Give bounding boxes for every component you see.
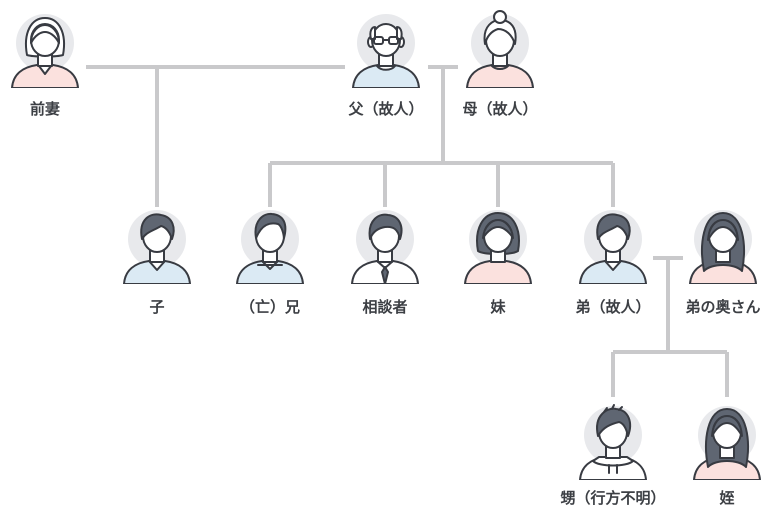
person-brothers-wife: 弟の奥さん <box>685 210 761 316</box>
person-nephew-avatar-icon <box>579 404 647 480</box>
person-label: 前妻 <box>30 100 60 118</box>
person-younger-brother-avatar-icon <box>579 210 647 284</box>
person-elder-brother-avatar-icon <box>236 210 304 284</box>
relationship-lines <box>86 65 729 397</box>
person-label: 母（故人） <box>462 100 537 118</box>
person-younger-sister: 妹 <box>464 210 532 316</box>
person-mother-avatar-icon <box>466 10 534 88</box>
person-label: 相談者 <box>362 298 407 316</box>
person-elder-brother: （亡）兄 <box>236 210 304 316</box>
person-label: 弟（故人） <box>575 298 650 316</box>
person-label: 甥（行方不明） <box>560 489 665 507</box>
person-label: 妹 <box>489 298 506 316</box>
person-child-avatar-icon <box>123 210 191 284</box>
person-younger-brother: 弟（故人） <box>575 210 651 316</box>
person-ex-wife-avatar-icon <box>11 14 79 88</box>
person-younger-sister-avatar-icon <box>464 210 532 284</box>
person-niece-avatar-icon <box>693 406 761 480</box>
person-label: 姪 <box>719 489 734 507</box>
person-mother: 母（故人） <box>462 10 538 118</box>
person-ex-wife: 前妻 <box>11 14 79 118</box>
person-father: 父（故人） <box>347 14 424 118</box>
person-consultant-avatar-icon <box>351 210 419 284</box>
person-label: 父（故人） <box>347 100 423 118</box>
person-father-avatar-icon <box>352 14 420 88</box>
person-label: 子 <box>149 298 164 316</box>
person-brothers-wife-avatar-icon <box>689 210 757 284</box>
person-label: （亡）兄 <box>240 298 300 316</box>
person-nephew: 甥（行方不明） <box>560 404 666 507</box>
person-child: 子 <box>123 210 191 316</box>
person-niece: 姪 <box>693 406 761 507</box>
person-label: 弟の奥さん <box>685 298 760 316</box>
person-consultant: 相談者 <box>351 210 419 316</box>
